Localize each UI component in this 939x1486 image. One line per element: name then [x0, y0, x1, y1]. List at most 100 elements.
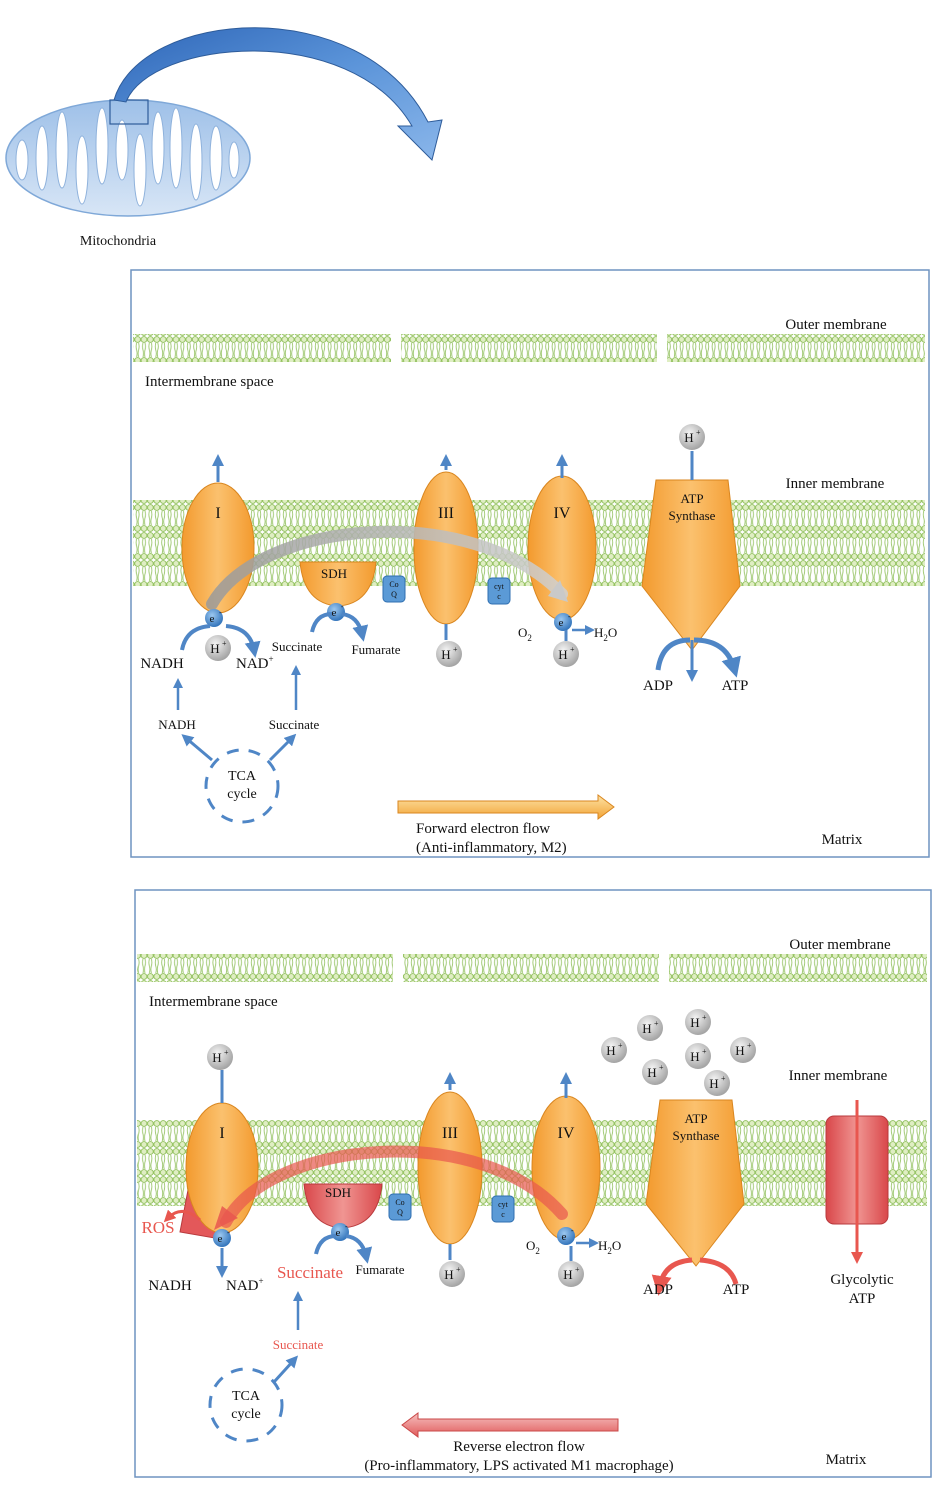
svg-text:H: H [647, 1065, 656, 1080]
complex-I-label: I [215, 505, 220, 522]
tca-cycle-circle [208, 1367, 284, 1443]
adp-label: ADP [643, 678, 673, 694]
zoom-arrow [113, 27, 443, 161]
tca-cycle-circle [204, 748, 280, 824]
outer-membrane [133, 334, 391, 362]
nadh-label: NADH [140, 656, 183, 672]
cytc-label: cyt [494, 582, 505, 591]
coq-box [382, 575, 406, 603]
fumarate-label: Fumarate [355, 1262, 404, 1277]
atp-synthase-label: ATP [684, 1111, 707, 1126]
o2-label: O2 [518, 625, 532, 643]
electron-flow-arc [206, 525, 568, 610]
cytc-box [491, 1195, 515, 1223]
proton: H + [436, 641, 462, 667]
svg-text:e: e [218, 1233, 223, 1245]
atp-synthase [641, 479, 741, 651]
electron: e - [557, 1226, 575, 1245]
svg-text:-: - [227, 1228, 230, 1237]
panel-reverse: Outer membrane Intermembrane space Inner… [134, 889, 932, 1478]
outer-membrane [667, 334, 925, 362]
svg-text:-: - [345, 1222, 348, 1231]
atp-label: ATP [722, 678, 749, 694]
outer-membrane-label: Outer membrane [789, 937, 891, 953]
svg-text:-: - [341, 602, 344, 611]
flow-sublabel: (Anti-inflammatory, M2) [416, 840, 567, 856]
svg-text:e: e [562, 1231, 567, 1243]
tca-label: TCA [228, 769, 257, 784]
coq-box [388, 1193, 412, 1221]
atp-arrow [693, 637, 741, 678]
nad-label: NAD+ [226, 1276, 264, 1294]
complex-I-label: I [219, 1125, 224, 1142]
succinate-arrow [310, 612, 333, 633]
electron-flow-arrowhead [548, 580, 568, 602]
ros-label: ROS [141, 1218, 174, 1237]
atp-synthase-label: Synthase [673, 1128, 720, 1143]
glycolytic-label: Glycolytic [830, 1272, 894, 1288]
proton: H + [205, 635, 231, 661]
outer-membrane [403, 954, 659, 982]
h2o-label: H2O [594, 625, 617, 643]
svg-text:H: H [212, 1050, 221, 1065]
intermembrane-space-label: Intermembrane space [145, 374, 274, 390]
svg-text:e: e [559, 617, 564, 629]
proton-cluster: H+ H+ H+ H+ H+ H+ H+ [601, 1009, 756, 1096]
matrix-label: Matrix [826, 1452, 867, 1468]
svg-text:+: + [659, 1063, 664, 1072]
svg-text:+: + [453, 645, 458, 654]
adp-label: ADP [643, 1282, 673, 1298]
atp-label: ATP [723, 1282, 750, 1298]
svg-text:+: + [702, 1013, 707, 1022]
fumarate-arrow [341, 612, 369, 642]
electron: e - [213, 1228, 231, 1247]
panel-forward: Outer membrane Intermembrane space Inner… [130, 269, 930, 858]
flow-sublabel: (Pro-inflammatory, LPS activated M1 macr… [364, 1458, 673, 1474]
complex-IV-label: IV [554, 505, 571, 522]
outer-membrane [401, 334, 657, 362]
svg-text:+: + [654, 1019, 659, 1028]
flow-label: Reverse electron flow [453, 1439, 585, 1455]
svg-text:H: H [441, 647, 450, 662]
sdh-label: SDH [325, 1185, 351, 1200]
mitochondrion-illustration: Mitochondria [5, 99, 251, 249]
proton: H + [679, 424, 705, 450]
svg-text:H: H [684, 430, 693, 445]
o2-label: O2 [526, 1238, 540, 1256]
proton: H + [439, 1261, 465, 1287]
svg-text:-: - [219, 608, 222, 617]
succinate-label-2: Succinate [269, 717, 320, 732]
atp-synthase-label: ATP [680, 491, 703, 506]
adp-arrow [655, 637, 691, 671]
coq-label: Q [391, 590, 397, 599]
tca-label: cycle [227, 787, 257, 802]
outer-membrane [669, 954, 927, 982]
proton: H + [553, 641, 579, 667]
svg-text:+: + [721, 1074, 726, 1083]
nad-arrow [225, 624, 261, 658]
svg-text:-: - [568, 612, 571, 621]
succinate-label-2: Succinate [273, 1337, 324, 1352]
svg-text:+: + [575, 1265, 580, 1274]
matrix-label: Matrix [822, 832, 863, 848]
svg-text:+: + [618, 1041, 623, 1050]
svg-text:H: H [210, 641, 219, 656]
svg-text:H: H [690, 1049, 699, 1064]
cytc-label: c [497, 592, 501, 601]
glycolytic-label: ATP [849, 1291, 876, 1307]
svg-text:H: H [444, 1267, 453, 1282]
svg-text:H: H [642, 1021, 651, 1036]
h2o-label: H2O [598, 1238, 621, 1256]
complex-IV-label: IV [558, 1125, 575, 1142]
svg-text:+: + [696, 428, 701, 437]
svg-text:H: H [558, 647, 567, 662]
reverse-electron-arc [220, 1145, 568, 1228]
complex-III-label: III [442, 1125, 458, 1142]
tca-label: TCA [232, 1389, 261, 1404]
inner-membrane-label: Inner membrane [789, 1068, 888, 1084]
svg-text:e: e [336, 1227, 341, 1239]
svg-text:+: + [456, 1265, 461, 1274]
sdh-label: SDH [321, 566, 347, 581]
proton: H + [558, 1261, 584, 1287]
